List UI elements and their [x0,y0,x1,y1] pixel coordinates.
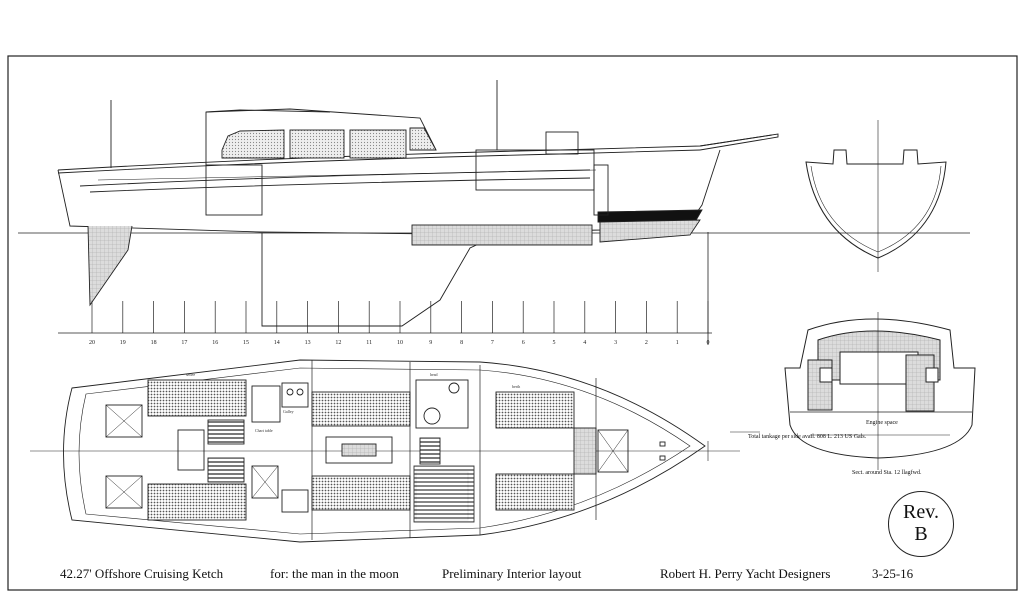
client-name: for: the man in the moon [270,566,399,581]
station-label: 7 [491,340,494,346]
station-label: 17 [181,340,187,346]
boat-title: 42.27' Offshore Cruising Ketch [60,566,224,581]
station-label: 2 [645,340,648,346]
midship-section [730,312,976,470]
svg-text:Chart table: Chart table [255,428,273,433]
station-label: 6 [522,340,525,346]
station-label: 19 [120,340,126,346]
tankage-note: Total tankage per side avail. 808 L. 213… [748,434,867,440]
station-label: 11 [366,340,372,346]
station-label: 15 [243,340,249,346]
profile-view [18,80,970,345]
drawing-title: Preliminary Interior layout [442,566,582,581]
svg-text:settee: settee [186,372,195,377]
station-label: 3 [614,340,617,346]
plan-hull-outline [63,359,706,543]
station-label: 10 [397,340,403,346]
station-label: 13 [305,340,311,346]
svg-text:head: head [430,372,438,377]
station-label: 18 [151,340,157,346]
revision-bubble: Rev. B [888,491,954,557]
station-label: 20 [89,340,95,346]
rudder [87,225,133,307]
station-label: 16 [212,340,218,346]
body-plan [805,120,947,272]
station-label: 4 [583,340,586,346]
station-label: 8 [460,340,463,346]
station-label: 14 [274,340,280,346]
revision-label: Rev. [903,501,939,523]
station-label: 12 [335,340,341,346]
station-label: 1 [676,340,679,346]
station-label: 5 [553,340,556,346]
drawing-date: 3-25-16 [872,566,914,581]
engine-note: Engine space [866,420,898,426]
plan-labels: settee Chart table Galley head berth [186,372,520,433]
interior-plan [30,359,740,543]
section-note: Sect. around Sta. 12 llagfwd. [852,470,922,476]
svg-text:Galley: Galley [283,409,294,414]
station-label: 9 [429,340,432,346]
designer-name: Robert H. Perry Yacht Designers [660,566,831,581]
sheet-border [7,55,1018,591]
keel [261,233,501,327]
svg-text:berth: berth [512,384,520,389]
station-label: 0 [707,340,710,346]
doghouse [205,108,437,165]
station-ticks [91,301,709,333]
revision-letter: B [914,523,928,545]
